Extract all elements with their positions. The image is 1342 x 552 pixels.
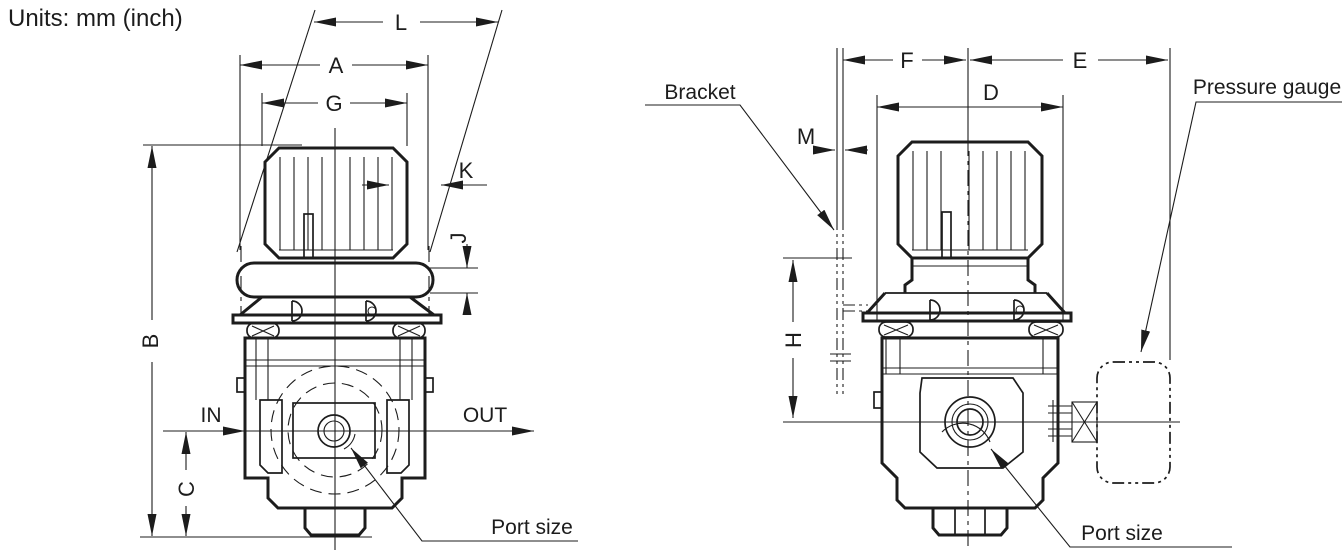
pressure-gauge-label: Pressure gauge <box>1193 76 1341 99</box>
body-front-details <box>245 338 425 400</box>
knob-side-ribs <box>912 151 1028 251</box>
dim-D: D <box>876 80 1064 320</box>
knob-front-ribs <box>279 157 393 251</box>
knob-lock-tab-front <box>303 213 314 259</box>
gauge-stem <box>1048 400 1072 442</box>
bonnet-clips-side <box>929 299 1025 321</box>
port-hole-front-inner <box>323 420 345 442</box>
port-size-label-side: Port size <box>1081 522 1163 545</box>
port-thread-arc-side <box>941 422 991 443</box>
dim-label-f: F <box>900 48 913 73</box>
dim-label-g: G <box>325 91 342 116</box>
bonnet-side-sides <box>865 291 1067 315</box>
mounting-screws-side <box>878 321 1064 338</box>
hidden-bowl-circle-outer <box>270 365 400 495</box>
gauge-connector-x <box>1071 401 1098 443</box>
port-hole-side-middle <box>951 403 989 441</box>
front-view: L A G K J <box>138 9 578 550</box>
bonnet-side-flange <box>861 311 1073 323</box>
body-notch-left <box>236 377 246 393</box>
bonnet-clips-front <box>291 300 377 322</box>
dim-L: L <box>236 9 503 253</box>
bonnet-clip-detail-side <box>1015 305 1025 315</box>
port-face-side <box>919 377 1024 469</box>
bottom-boss-side <box>931 508 1009 537</box>
port-hole-side-inner <box>956 408 984 436</box>
leader-pressure-gauge: Pressure gauge <box>1140 76 1342 353</box>
flow-labels: IN OUT <box>163 404 534 436</box>
knob-lock-tab-side <box>941 211 952 259</box>
port-hole-front-outer <box>317 414 351 448</box>
out-label: OUT <box>463 404 508 427</box>
bonnet-clip-detail-front <box>367 306 377 316</box>
port-face-front <box>292 402 376 459</box>
body-notch-right <box>424 377 434 393</box>
units-label: Units: mm (inch) <box>8 5 183 32</box>
bottom-boss-front <box>303 508 367 537</box>
in-label: IN <box>201 404 222 427</box>
bonnet-front-flange <box>231 313 443 325</box>
dim-label-d: D <box>983 80 999 105</box>
hidden-bowl-circle-inner <box>287 382 383 478</box>
leader-port-size-side: Port size <box>990 448 1232 548</box>
dim-label-e: E <box>1073 48 1088 73</box>
dim-K: K <box>362 158 487 190</box>
dim-H: H <box>781 257 852 418</box>
body-side-tab <box>873 391 883 409</box>
port-size-label-front: Port size <box>491 516 573 539</box>
dim-J: J <box>430 233 478 315</box>
knob-side-outline <box>896 140 1044 260</box>
knob-front-outline <box>263 146 409 260</box>
dim-M: M <box>797 124 868 155</box>
dim-B: B <box>138 144 372 538</box>
pressure-gauge-assembly <box>1048 361 1171 484</box>
dim-label-h: H <box>781 332 806 348</box>
dim-label-k: K <box>459 158 474 183</box>
body-front-outline <box>243 336 427 510</box>
dim-label-c: C <box>174 481 199 497</box>
panel-nut-front <box>235 261 435 299</box>
leader-port-size-front: Port size <box>350 447 578 542</box>
dim-G: G <box>261 91 408 146</box>
body-side-outline <box>880 336 1060 510</box>
dim-label-m: M <box>797 124 815 149</box>
bracket-plate <box>830 48 868 394</box>
dim-label-j: J <box>446 233 471 244</box>
dim-label-b: B <box>138 334 163 349</box>
side-port-window-right <box>386 399 410 474</box>
body-side-details <box>882 338 1058 375</box>
dim-label-a: A <box>329 53 344 78</box>
dim-label-l: L <box>395 10 407 35</box>
bonnet-front-sides <box>239 295 435 317</box>
dim-F: F <box>843 48 966 73</box>
dim-E: E <box>970 48 1171 360</box>
dim-C: C <box>174 432 199 536</box>
mounting-screws-front <box>246 322 426 339</box>
bracket-label: Bracket <box>664 81 735 104</box>
port-thread-arc-front <box>343 433 356 450</box>
port-hole-side-outer <box>944 396 996 448</box>
leader-bracket: Bracket <box>645 81 835 231</box>
neck-side <box>903 258 1037 293</box>
dim-A: A <box>239 53 429 250</box>
gauge-connector-box <box>1071 401 1098 443</box>
side-view: F E D M H Bracket <box>645 48 1342 550</box>
